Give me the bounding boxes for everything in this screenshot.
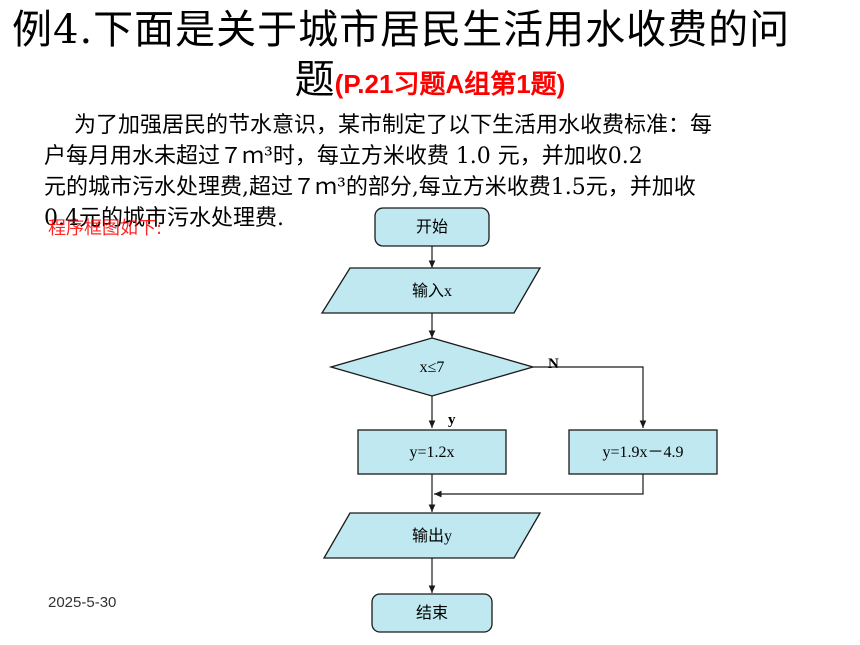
input-parallelogram — [320, 267, 542, 314]
slide-title-tail: 题 — [294, 57, 335, 103]
condition-label: x≤7 — [420, 359, 445, 376]
no-branch-label: N — [548, 356, 559, 372]
exercise-reference: (P.21习题A组第1题) — [334, 69, 566, 99]
no-process-label: y=1.9x－4.9 — [602, 444, 683, 461]
output-label: 输出y — [412, 527, 452, 545]
paragraph-line-2: 户每月用水未超过７ｍ³时，每立方米收费 1.0 元，并加收0.2 — [44, 144, 643, 169]
paragraph-line-4: 0.4元的城市污水处理费. — [44, 206, 284, 231]
start-label: 开始 — [416, 218, 448, 236]
edge-condition-no — [533, 366, 647, 428]
paragraph-line-1: 为了加强居民的节水意识，某市制定了以下生活用水收费标准：每 — [74, 113, 713, 138]
slide-date: 2025-5-30 — [48, 594, 117, 611]
slide-title-line1: 例4.下面是关于城市居民生活用水收费的问 — [12, 7, 791, 53]
input-label: 输入x — [412, 282, 452, 300]
flowchart-caption: 程序框图如下: — [48, 218, 163, 239]
problem-paragraph: 为了加强居民的节水意识，某市制定了以下生活用水收费标准：每 户每月用水未超过７ｍ… — [44, 110, 840, 234]
yes-process-box — [357, 429, 507, 475]
yes-process-label: y=1.2x — [409, 444, 454, 461]
condition-diamond — [328, 337, 536, 397]
start-terminal — [374, 207, 490, 247]
end-label: 结束 — [416, 604, 448, 622]
paragraph-line-3: 元的城市污水处理费,超过７ｍ³的部分,每立方米收费1.5元，并加收 — [44, 175, 696, 200]
output-parallelogram — [322, 512, 542, 559]
slide-title-line2: 题(P.21习题A组第1题) — [0, 56, 860, 108]
yes-branch-label: y — [448, 412, 456, 428]
no-process-box — [568, 429, 718, 475]
end-terminal — [371, 593, 493, 633]
edge-no-merge — [434, 474, 644, 498]
